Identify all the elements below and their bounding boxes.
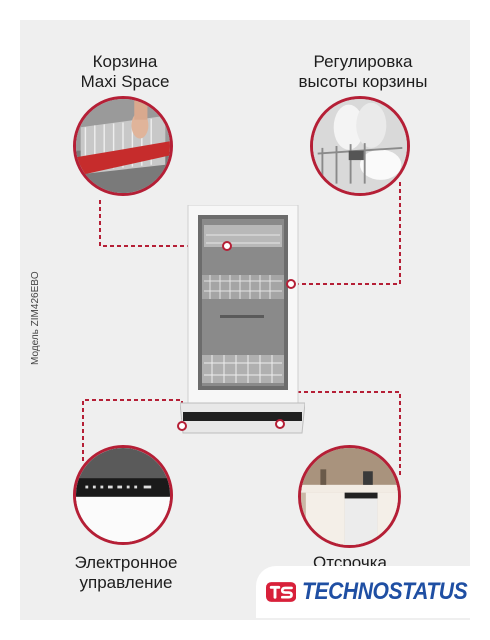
dishwasher-image <box>180 205 305 434</box>
model-label: Модель ZIM426EBO <box>30 271 41 365</box>
delay-marker <box>275 419 285 429</box>
technostatus-logo-text: TECHNOSTATUS <box>302 578 468 605</box>
feature-title-height: Регулировка высоты корзины <box>283 52 443 92</box>
feature-title-basket-line2: Maxi Space <box>80 72 170 91</box>
control-marker <box>177 421 187 431</box>
technostatus-logo: TECHNOSTATUS <box>256 566 490 618</box>
control-panel-photo <box>73 445 173 545</box>
feature-title-height-line1: Регулировка <box>313 52 413 71</box>
technostatus-logo-icon <box>266 582 297 602</box>
basket-photo <box>73 96 173 196</box>
feature-title-basket-line1: Корзина <box>92 52 158 71</box>
basket-marker <box>222 241 232 251</box>
feature-title-basket: Корзина Maxi Space <box>60 52 190 92</box>
kitchen-photo <box>298 445 401 548</box>
feature-title-control-line1: Электронное <box>74 553 178 572</box>
height-adjust-photo <box>310 96 410 196</box>
feature-title-height-line2: высоты корзины <box>298 72 428 91</box>
feature-title-control: Электронное управление <box>58 553 194 593</box>
feature-title-control-line2: управление <box>79 573 173 592</box>
height-marker <box>286 279 296 289</box>
